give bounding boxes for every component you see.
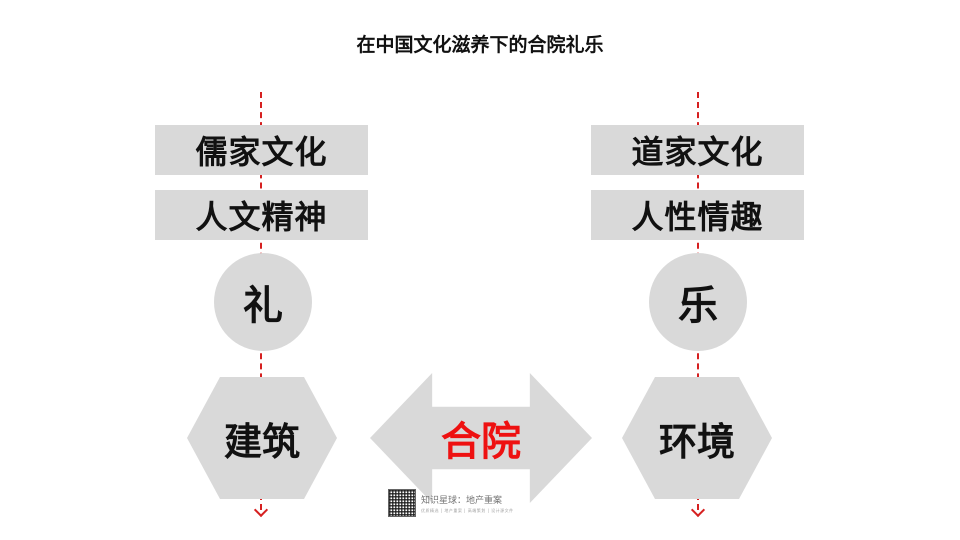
qr-code-icon [388, 489, 416, 517]
center-label-courtyard: 合院 [441, 419, 521, 465]
right-box-human-temperament: 人性情趣 [591, 190, 804, 240]
right-box-taoist-culture: 道家文化 [591, 125, 804, 175]
left-circle-li: 礼 [214, 253, 312, 351]
left-axis-arrowhead [253, 502, 269, 518]
left-hexagon-architecture: 建筑 [187, 377, 337, 499]
page-title: 在中国文化滋养下的合院礼乐 [356, 34, 604, 56]
left-box-confucian-culture: 儒家文化 [155, 125, 368, 175]
right-axis-arrowhead [690, 502, 706, 518]
left-box-humanistic-spirit: 人文精神 [155, 190, 368, 240]
right-hexagon-environment: 环境 [622, 377, 772, 499]
right-circle-yue: 乐 [649, 253, 747, 351]
watermark-line-1: 知识星球：地产重案 [421, 495, 503, 506]
watermark: 知识星球：地产重案 优质精选 | 地产重案 | 高端策划 | 设计源文件 [388, 489, 514, 517]
watermark-line-2: 优质精选 | 地产重案 | 高端策划 | 设计源文件 [421, 507, 514, 513]
watermark-text: 知识星球：地产重案 优质精选 | 地产重案 | 高端策划 | 设计源文件 [421, 493, 514, 514]
